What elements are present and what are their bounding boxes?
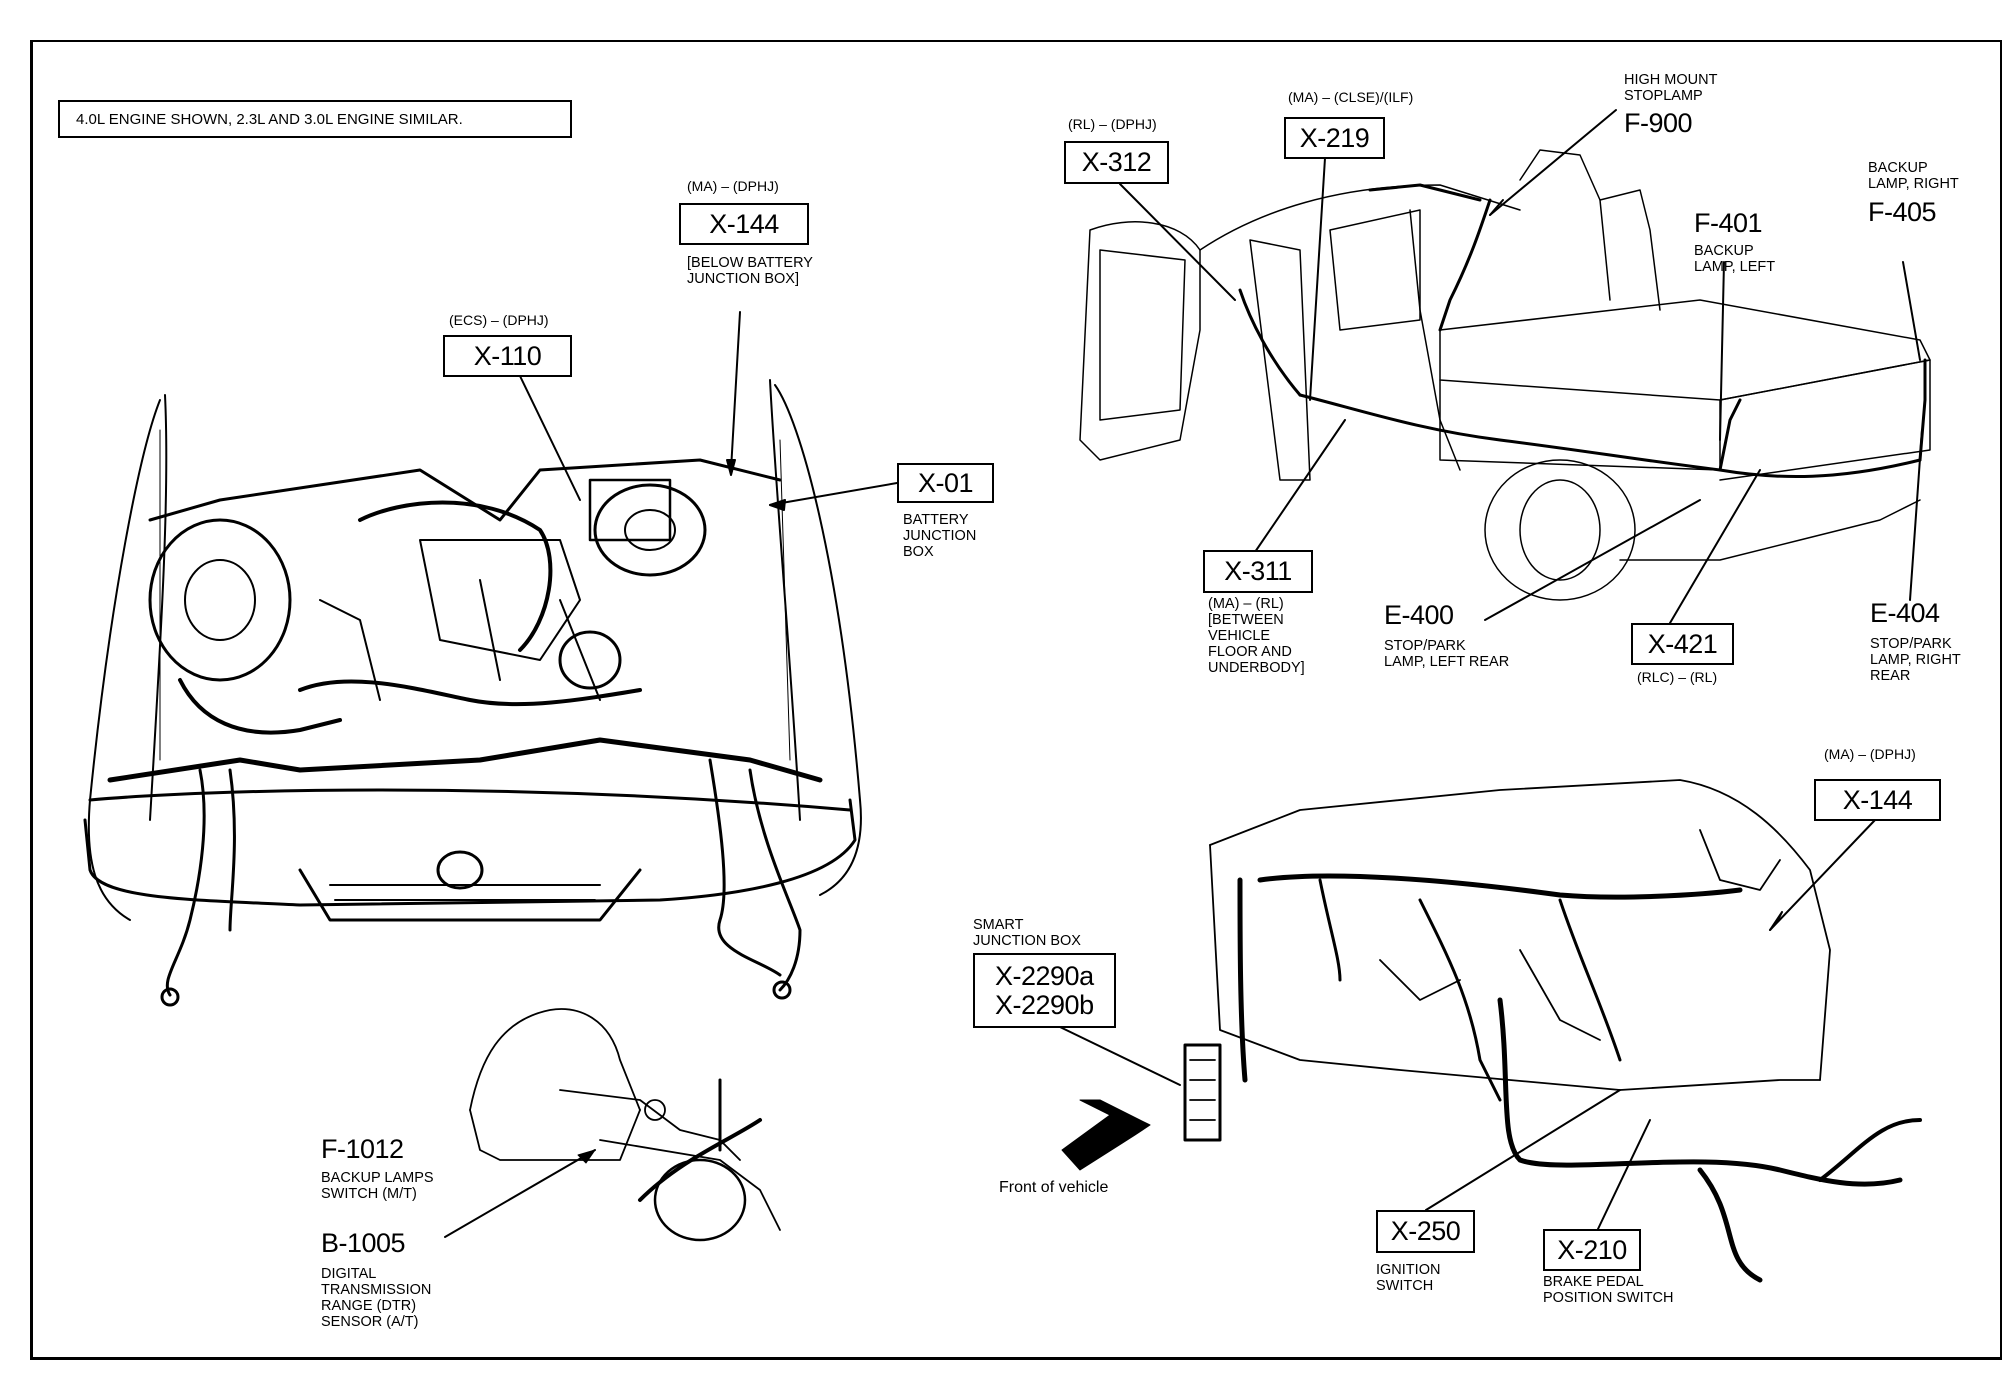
- x421-code: (RLC) – (RL): [1637, 669, 1718, 685]
- connector-x110: X-110: [443, 335, 572, 377]
- connector-x2290: X-2290a X-2290b: [973, 953, 1116, 1028]
- b1005-id: B-1005: [321, 1228, 406, 1258]
- e400-caption: STOP/PARK LAMP, LEFT REAR: [1384, 638, 1510, 670]
- sjb-caption: SMART JUNCTION BOX: [973, 917, 1081, 949]
- x250-caption: IGNITION SWITCH: [1376, 1262, 1441, 1294]
- diagram-border: [30, 40, 2002, 1360]
- truck-drawing: [1079, 149, 1931, 601]
- connector-x421: X-421: [1631, 623, 1734, 665]
- engine-note: 4.0L ENGINE SHOWN, 2.3L AND 3.0L ENGINE …: [58, 100, 572, 138]
- transmission-leader-line: [444, 1149, 596, 1238]
- f401-id: F-401: [1694, 208, 1763, 238]
- x144-code: (MA) – (DPHJ): [687, 178, 779, 194]
- f1012-caption: BACKUP LAMPS SWITCH (M/T): [321, 1170, 434, 1202]
- connector-x311: X-311: [1203, 550, 1313, 593]
- x311-caption: (MA) – (RL) [BETWEEN VEHICLE FLOOR AND U…: [1208, 596, 1305, 676]
- x144-caption: [BELOW BATTERY JUNCTION BOX]: [687, 255, 813, 287]
- x210-caption: BRAKE PEDAL POSITION SWITCH: [1543, 1274, 1674, 1306]
- engine-note-text: 4.0L ENGINE SHOWN, 2.3L AND 3.0L ENGINE …: [76, 110, 463, 128]
- transmission-drawing: [469, 1008, 781, 1242]
- dash-drawing: [1183, 779, 1922, 1283]
- dash-leader-lines: [1059, 819, 1876, 1230]
- connector-x210: X-210: [1543, 1229, 1641, 1271]
- e404-id: E-404: [1870, 598, 1940, 628]
- front-of-vehicle-arrow: [1061, 1099, 1151, 1171]
- f900-caption: HIGH MOUNT STOPLAMP: [1624, 72, 1718, 104]
- connector-x01: X-01: [897, 463, 994, 503]
- b1005-caption: DIGITAL TRANSMISSION RANGE (DTR) SENSOR …: [321, 1266, 432, 1330]
- engine-leader-lines: [519, 311, 898, 511]
- x110-code: (ECS) – (DPHJ): [449, 312, 549, 328]
- x219-code: (MA) – (CLSE)/(ILF): [1288, 89, 1414, 105]
- connector-x250: X-250: [1376, 1210, 1475, 1253]
- truck-leader-lines: [1119, 109, 1923, 624]
- x01-caption: BATTERY JUNCTION BOX: [903, 512, 977, 560]
- x312-code: (RL) – (DPHJ): [1068, 116, 1157, 132]
- f1012-id: F-1012: [321, 1134, 404, 1164]
- f405-id: F-405: [1868, 197, 1937, 227]
- f900-id: F-900: [1624, 108, 1693, 138]
- connector-x219: X-219: [1284, 117, 1385, 159]
- e400-id: E-400: [1384, 600, 1454, 630]
- connector-x312: X-312: [1064, 141, 1169, 184]
- connector-dash-x144: X-144: [1814, 779, 1941, 821]
- connector-x144: X-144: [679, 203, 809, 245]
- arrowhead: [577, 1149, 596, 1164]
- engine-bay-drawing: [83, 379, 862, 1007]
- f405-caption: BACKUP LAMP, RIGHT: [1868, 160, 1959, 192]
- front-of-vehicle-label: Front of vehicle: [999, 1179, 1109, 1196]
- f401-caption: BACKUP LAMP, LEFT: [1694, 243, 1776, 275]
- dash-x144-code: (MA) – (DPHJ): [1824, 746, 1916, 762]
- e404-caption: STOP/PARK LAMP, RIGHT REAR: [1870, 636, 1961, 684]
